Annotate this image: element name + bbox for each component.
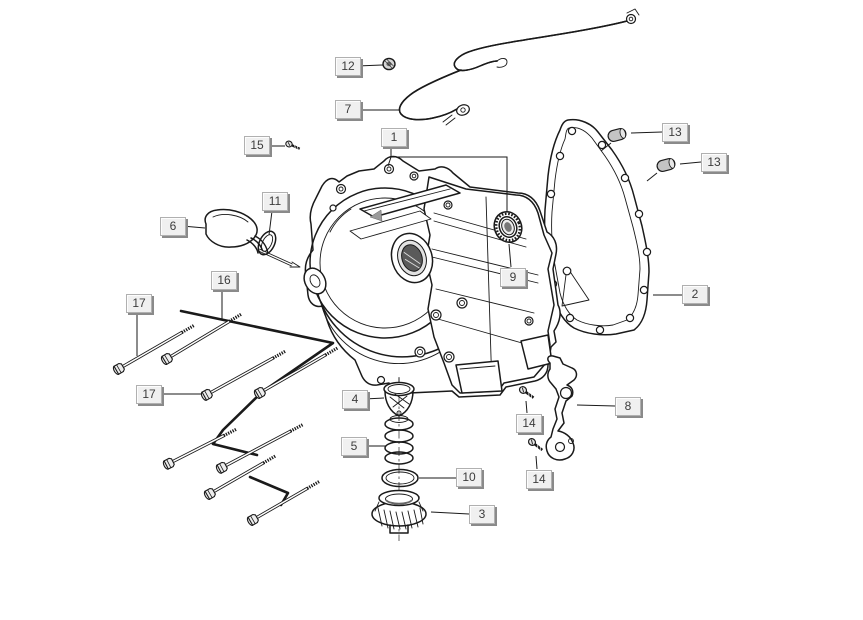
part-label-16[interactable]: 16 (211, 271, 237, 290)
part-label-7[interactable]: 7 (335, 100, 361, 119)
part-label-5[interactable]: 5 (341, 437, 367, 456)
part-label-3[interactable]: 3 (469, 505, 495, 524)
part-label-17[interactable]: 17 (126, 294, 152, 313)
part-label-4[interactable]: 4 (342, 390, 368, 409)
retainer-bracket (545, 355, 578, 461)
oil-seal (493, 211, 523, 243)
part-label-12[interactable]: 12 (335, 57, 361, 76)
part-label-11[interactable]: 11 (262, 192, 288, 211)
part-label-2[interactable]: 2 (682, 285, 708, 304)
cover-bolt-set (111, 309, 339, 527)
part-label-14[interactable]: 14 (516, 414, 542, 433)
spring (384, 415, 414, 465)
part-label-13-2[interactable]: 13 (701, 153, 727, 172)
part-label-17-2[interactable]: 17 (136, 385, 162, 404)
leader-lines (136, 64, 702, 515)
oil-dipstick (204, 208, 301, 268)
part-label-1[interactable]: 1 (381, 128, 407, 147)
o-ring (381, 468, 419, 488)
dipstick-o-ring (257, 230, 277, 256)
oil-filter-cap (371, 489, 427, 534)
cap-nut (382, 57, 396, 71)
part-label-13[interactable]: 13 (662, 123, 688, 142)
oil-strainer (383, 377, 415, 417)
part-label-8[interactable]: 8 (615, 397, 641, 416)
cover-gasket (542, 118, 652, 336)
part-label-14-2[interactable]: 14 (526, 470, 552, 489)
direction-arrow-marker (369, 209, 383, 222)
part-label-6[interactable]: 6 (160, 217, 186, 236)
part-label-10[interactable]: 10 (456, 468, 482, 487)
ground-cable (398, 8, 640, 126)
part-label-9[interactable]: 9 (500, 268, 526, 287)
part-label-15[interactable]: 15 (244, 136, 270, 155)
